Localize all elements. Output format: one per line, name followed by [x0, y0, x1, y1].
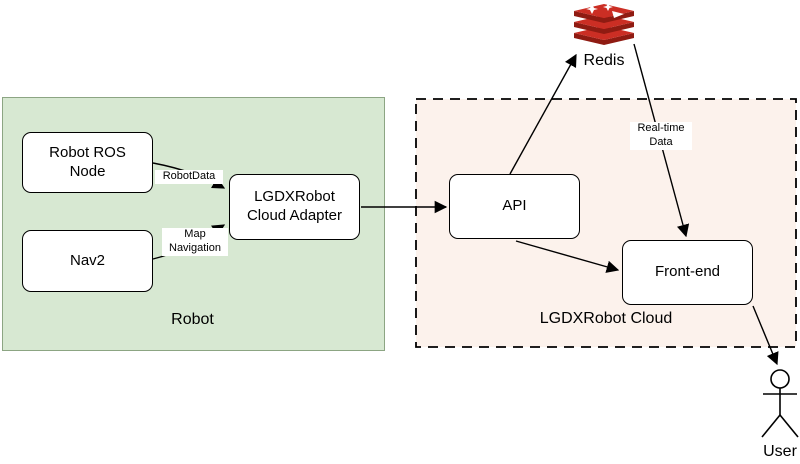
node-cloud-adapter-label: LGDXRobot Cloud Adapter: [246, 188, 343, 224]
edge-label-robotdata: RobotData: [155, 170, 223, 184]
cloud-group-label: LGDXRobot Cloud: [539, 310, 673, 327]
node-nav2-label: Nav2: [69, 251, 106, 269]
node-api: API: [449, 174, 580, 239]
node-robot-ros-label: Robot ROS Node: [49, 143, 126, 180]
user-label: User: [763, 443, 797, 460]
edge-label-map-navigation: Map Navigation: [162, 228, 228, 256]
node-nav2: Nav2: [22, 230, 153, 292]
node-front-end: Front-end: [622, 240, 753, 305]
robot-group-label: Robot: [171, 311, 214, 328]
redis-label: Redis: [583, 52, 625, 69]
edge-label-realtime-data: Real-time Data: [630, 122, 692, 150]
user-actor-icon: [755, 362, 800, 442]
node-front-end-label: Front-end: [654, 263, 721, 281]
redis-icon: [572, 2, 636, 46]
node-cloud-adapter: LGDXRobot Cloud Adapter: [229, 174, 360, 240]
node-api-label: API: [502, 197, 527, 215]
node-robot-ros: Robot ROS Node: [22, 132, 153, 193]
